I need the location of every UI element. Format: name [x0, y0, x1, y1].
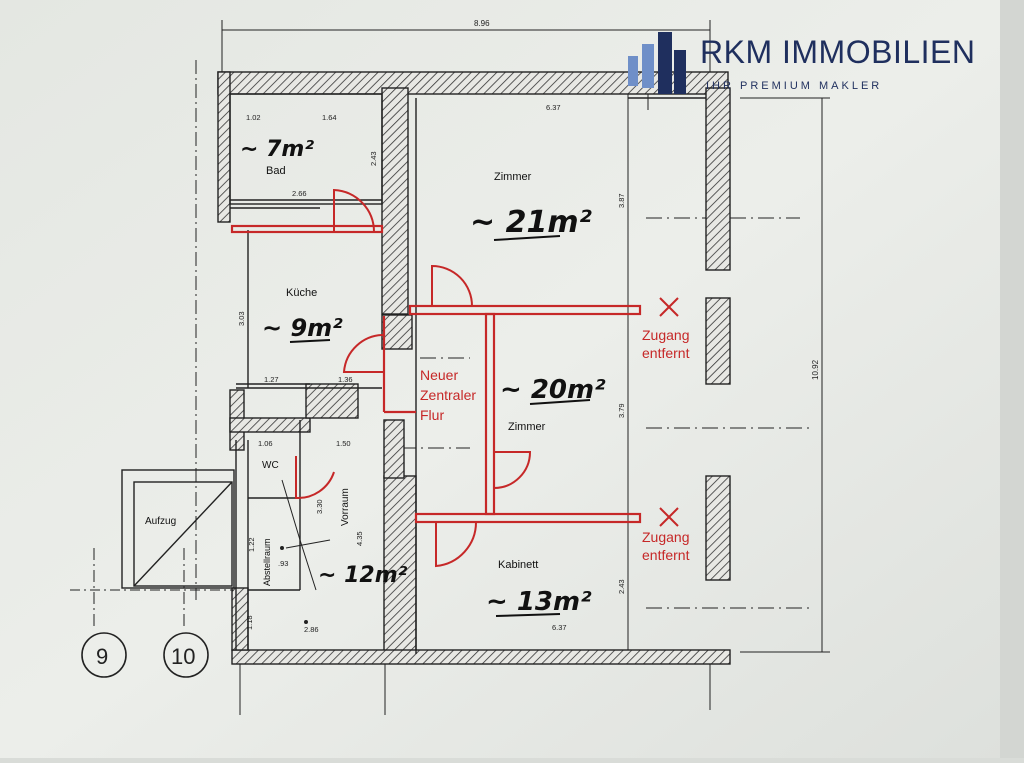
dim-kabinett-w: 6.37 [552, 623, 567, 632]
handwritten-marks [280, 479, 331, 624]
room-label-wc: WC [262, 460, 279, 471]
dim-bad-w3: 2.66 [292, 189, 307, 198]
brand-name: RKM IMMOBILIEN [700, 34, 976, 70]
elevator [121, 469, 235, 589]
zugang1-line-1: Zugang [642, 327, 689, 343]
dim-abstell-h: 1.22 [247, 537, 256, 552]
dim-kueche-h: 3.03 [237, 311, 246, 326]
room-label-zimmer-2: Zimmer [508, 421, 546, 433]
room-area-zimmer-1: ~ 21m² [470, 205, 592, 240]
room-area-zimmer-2: ~ 20m² [500, 375, 606, 405]
zugang2-line-1: Zugang [642, 529, 689, 545]
dim-kabinett-h: 2.43 [617, 579, 626, 594]
svg-text:9: 9 [96, 644, 108, 669]
axis-lines [93, 60, 830, 715]
room-label-abstellraum: Abstellraum [262, 538, 272, 586]
dimension-labels: 1.02 1.64 2.43 2.66 6.37 3.87 3.03 1.27 … [237, 103, 626, 634]
new-doors [295, 188, 532, 568]
dim-top-total-label: 8.96 [474, 19, 490, 28]
flur-annotation: Neuer Zentraler Flur [420, 367, 476, 423]
dim-bottom-w1: 1.18 [245, 615, 254, 630]
dim-right-total-label: 10.92 [811, 359, 820, 380]
interior-walls [229, 93, 706, 654]
brand-tagline: IHR PREMIUM MAKLER [706, 80, 883, 92]
brand-watermark: RKM IMMOBILIEN IHR PREMIUM MAKLER [626, 28, 1016, 98]
room-label-kueche: Küche [286, 287, 317, 299]
dim-zimmer1-h: 3.87 [617, 193, 626, 208]
room-label-kabinett: Kabinett [498, 559, 538, 571]
room-label-aufzug: Aufzug [145, 516, 176, 527]
dim-bad-w1: 1.02 [246, 113, 261, 122]
building-bars-icon [628, 32, 686, 94]
dim-vorraum-h2: 4.35 [355, 531, 364, 546]
dim-bad-h: 2.43 [369, 151, 378, 166]
dim-vorraum-h1: 3.30 [315, 499, 324, 514]
axis-bubble-10: 10 [163, 632, 209, 678]
dim-abstell-w: .93 [278, 559, 288, 568]
room-area-bad: ~ 7m² [240, 137, 314, 162]
zugang-annotation-1: Zugang entfernt [642, 327, 690, 361]
dim-bottom-w2: 2.86 [304, 625, 319, 634]
flur-line-1: Neuer [420, 367, 458, 383]
axis-bubble-9: 9 [81, 632, 127, 678]
flur-line-3: Flur [420, 407, 444, 423]
removed-access-marks [659, 297, 679, 527]
paper-edge [1000, 0, 1024, 758]
room-area-kabinett: ~ 13m² [486, 587, 592, 617]
dim-vorraum-w: 1.50 [336, 439, 351, 448]
zugang-annotation-2: Zugang entfernt [642, 529, 690, 563]
room-label-bad: Bad [266, 165, 286, 177]
room-area-vorraum: ~ 12m² [318, 563, 408, 588]
zugang2-line-2: entfernt [642, 547, 690, 563]
dim-bad-w2: 1.64 [322, 113, 337, 122]
dim-zimmer1-w: 6.37 [546, 103, 561, 112]
dim-zimmer2-h: 3.79 [617, 403, 626, 418]
room-label-zimmer-1: Zimmer [494, 171, 532, 183]
room-area-kueche: ~ 9m² [262, 314, 343, 342]
dim-kueche-w1: 1.27 [264, 375, 279, 384]
dim-wc-w: 1.06 [258, 439, 273, 448]
area-underlines [289, 235, 591, 617]
room-label-vorraum: Vorraum [340, 488, 351, 526]
zugang1-line-2: entfernt [642, 345, 690, 361]
dimension-top-total [221, 20, 711, 75]
dim-kueche-w2: 1.36 [338, 375, 353, 384]
flur-line-2: Zentraler [420, 387, 476, 403]
svg-text:10: 10 [171, 644, 195, 669]
new-walls [230, 224, 642, 524]
